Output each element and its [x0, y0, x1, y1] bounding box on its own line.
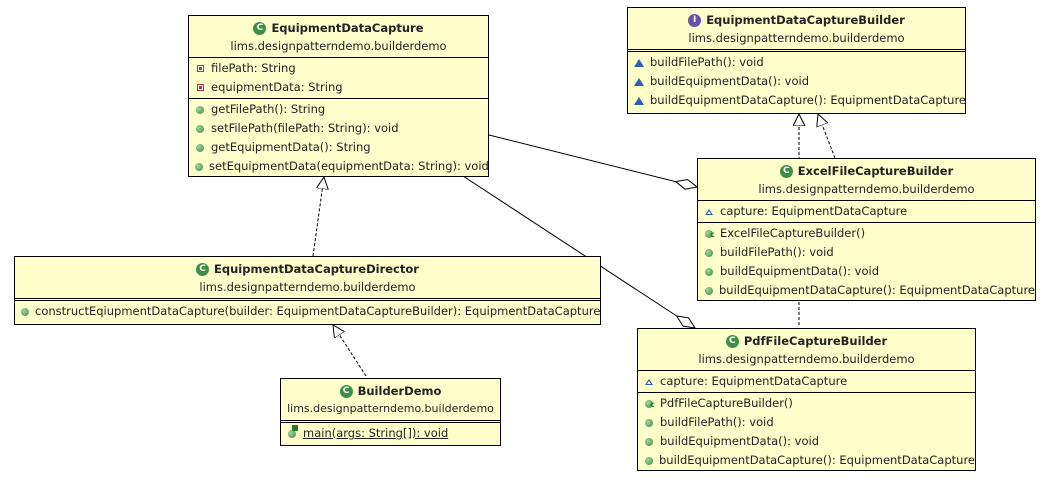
method-row[interactable]: getFilePath(): String: [189, 100, 488, 119]
package-name: lims.designpatterndemo.builderdemo: [688, 31, 905, 45]
field-row[interactable]: capture: EquipmentDataCapture: [638, 372, 975, 391]
public-method-icon: [705, 248, 713, 257]
method-row[interactable]: buildEquipmentData(): void: [698, 262, 1035, 281]
method-row[interactable]: buildEquipmentDataCapture(): EquipmentDa…: [698, 281, 1035, 300]
class-name: EquipmentDataCaptureDirector: [214, 262, 419, 276]
constructor-icon: [705, 229, 713, 238]
class-icon: C: [339, 384, 353, 398]
method-row[interactable]: buildFilePath(): void: [628, 53, 965, 72]
static-method-icon: [288, 429, 296, 438]
public-method-icon: [704, 286, 713, 295]
class-name: ExcelFileCaptureBuilder: [797, 164, 954, 178]
class-icon: C: [779, 164, 793, 178]
method-row[interactable]: setFilePath(filePath: String): void: [189, 119, 488, 138]
class-builder-demo[interactable]: C BuilderDemo lims.designpatterndemo.buil…: [280, 378, 501, 446]
aggregation-capture-to-excel: [488, 134, 697, 187]
interface-icon: I: [688, 13, 702, 27]
dependency-demo-to-director: [333, 325, 367, 377]
package-name: lims.designpatterndemo.builderdemo: [287, 402, 494, 415]
interface-equipment-data-capture-builder[interactable]: I EquipmentDataCaptureBuilder lims.design…: [627, 7, 966, 114]
method-row[interactable]: buildEquipmentData(): void: [628, 72, 965, 91]
field-row[interactable]: equipmentData: String: [189, 78, 488, 97]
class-name: EquipmentDataCapture: [271, 21, 424, 35]
class-equipment-data-capture[interactable]: C EquipmentDataCapture lims.designpattern…: [188, 15, 489, 177]
public-method-icon: [645, 418, 653, 427]
abstract-method-icon: [634, 77, 644, 86]
method-row[interactable]: buildEquipmentData(): void: [638, 432, 975, 451]
public-method-icon: [645, 437, 653, 446]
public-method-icon: [195, 162, 203, 171]
class-icon: C: [725, 334, 739, 348]
public-method-icon: [196, 105, 204, 114]
field-row[interactable]: capture: EquipmentDataCapture: [698, 202, 1035, 221]
class-equipment-data-capture-director[interactable]: C EquipmentDataCaptureDirector lims.desig…: [14, 256, 601, 325]
private-field-icon: [196, 84, 204, 91]
class-name: EquipmentDataCaptureBuilder: [706, 13, 905, 27]
class-icon: C: [196, 262, 210, 276]
class-name: PdfFileCaptureBuilder: [743, 334, 888, 348]
package-name: lims.designpatterndemo.builderdemo: [230, 39, 447, 53]
package-name: lims.designpatterndemo.builderdemo: [758, 182, 975, 196]
public-method-icon: [196, 124, 204, 133]
method-row[interactable]: getEquipmentData(): String: [189, 138, 488, 157]
package-name: lims.designpatterndemo.builderdemo: [199, 280, 416, 294]
method-row[interactable]: buildEquipmentDataCapture(): EquipmentDa…: [628, 91, 966, 110]
public-method-icon: [644, 456, 653, 465]
method-row[interactable]: buildFilePath(): void: [698, 243, 1035, 262]
abstract-method-icon: [634, 96, 644, 105]
method-row[interactable]: main(args: String[]): void: [281, 424, 500, 443]
package-field-icon: [645, 378, 653, 385]
class-excel-file-capture-builder[interactable]: C ExcelFileCaptureBuilder lims.designpatt…: [697, 158, 1036, 301]
abstract-method-icon: [634, 58, 644, 67]
public-method-icon: [705, 267, 713, 276]
class-pdf-file-capture-builder[interactable]: C PdfFileCaptureBuilder lims.designpatter…: [637, 328, 976, 471]
dependency-director-to-capture: [312, 177, 324, 257]
method-row[interactable]: constructEqiupmentDataCapture(builder: E…: [15, 302, 600, 321]
public-method-icon: [21, 307, 29, 316]
method-row[interactable]: buildFilePath(): void: [638, 413, 975, 432]
class-icon: C: [253, 21, 267, 35]
package-field-icon: [705, 208, 713, 215]
package-name: lims.designpatterndemo.builderdemo: [698, 352, 915, 366]
class-name: BuilderDemo: [357, 384, 442, 398]
public-method-icon: [196, 143, 204, 152]
private-field-icon: [196, 65, 204, 72]
method-row[interactable]: setEquipmentData(equipmentData: String):…: [189, 157, 489, 176]
field-row[interactable]: filePath: String: [189, 59, 488, 78]
realization-pdf-to-builder: [818, 114, 836, 159]
constructor-icon: [645, 399, 653, 408]
method-row[interactable]: buildEquipmentDataCapture(): EquipmentDa…: [638, 451, 975, 470]
